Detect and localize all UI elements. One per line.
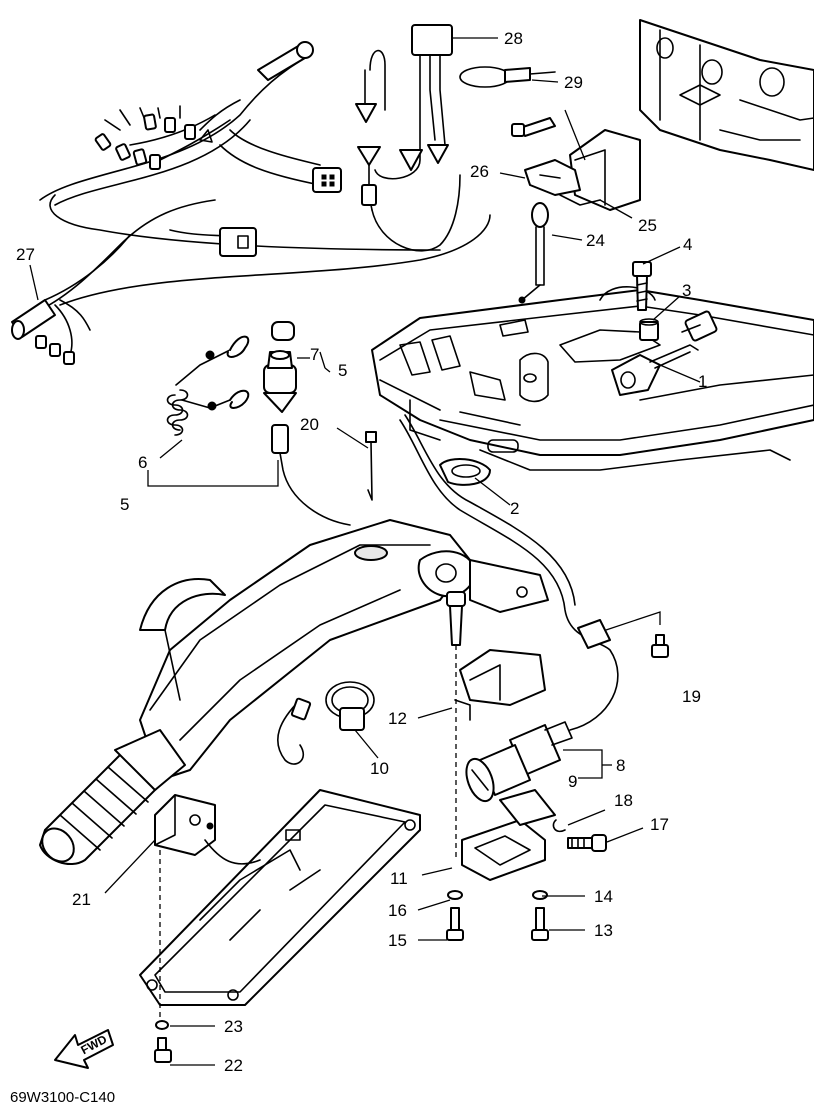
tiller-handle xyxy=(119,519,549,781)
stop-switch-part-5 xyxy=(263,321,351,526)
callout-8: 8 xyxy=(616,756,625,775)
callout-26: 26 xyxy=(470,162,489,181)
callout-14: 14 xyxy=(594,887,613,906)
callout-24: 24 xyxy=(586,231,605,250)
callout-4: 4 xyxy=(683,235,692,254)
clamp-part-10 xyxy=(276,681,375,765)
switch-part-8-9 xyxy=(465,721,573,803)
callout-6: 6 xyxy=(138,453,147,472)
callout-21: 21 xyxy=(72,890,91,909)
callout-10: 10 xyxy=(370,759,389,778)
callout-20: 20 xyxy=(300,415,319,434)
callout-23: 23 xyxy=(224,1017,243,1036)
callout-13: 13 xyxy=(594,921,613,940)
grommet-part-2 xyxy=(439,458,491,486)
callout-27: 27 xyxy=(16,245,35,264)
cable-tie-part-20 xyxy=(365,431,377,501)
callout-3: 3 xyxy=(682,281,691,300)
callout-28: 28 xyxy=(504,29,523,48)
callout-19: 19 xyxy=(682,687,701,706)
callout-15: 15 xyxy=(388,931,407,950)
bolt-part-11 xyxy=(446,591,466,860)
bottom-cowling xyxy=(371,286,814,471)
screw-part-22-23 xyxy=(154,1020,172,1063)
clip-part-26 xyxy=(524,159,581,196)
bolt-upper xyxy=(511,117,556,137)
forward-arrow-icon: FWD xyxy=(54,1029,114,1069)
callout-16: 16 xyxy=(388,901,407,920)
callout-7: 7 xyxy=(310,345,319,364)
holder-part-13-18 xyxy=(461,789,607,881)
connector-part-28 xyxy=(355,24,461,252)
leader-lines xyxy=(29,37,701,1066)
diagram-code: 69W3100-C140 xyxy=(10,1089,115,1106)
callout-5a: 5 xyxy=(338,361,347,380)
throttle-grip xyxy=(39,729,186,865)
bolt-part-4 xyxy=(632,261,652,311)
engine-bracket xyxy=(639,19,814,171)
cover-part-12 xyxy=(454,649,546,721)
callout-25: 25 xyxy=(638,216,657,235)
callout-12: 12 xyxy=(388,709,407,728)
callout-22: 22 xyxy=(224,1056,243,1075)
lanyard-part-6 xyxy=(166,335,250,436)
callout-17: 17 xyxy=(650,815,669,834)
wire-harness-27 xyxy=(11,41,491,365)
switch-part-21 xyxy=(154,794,261,865)
callout-29: 29 xyxy=(564,73,583,92)
bracket-part-25 xyxy=(559,129,641,211)
sensor-part-24 xyxy=(518,202,549,304)
tiller-wire xyxy=(399,414,619,731)
callout-5b: 5 xyxy=(120,495,129,514)
callout-numbers: 1 2 3 4 5 5 6 7 8 9 10 11 12 13 14 15 16… xyxy=(16,29,707,1075)
callout-11: 11 xyxy=(390,869,408,888)
collar-part-3 xyxy=(639,318,659,341)
cable-tie-part-29 xyxy=(459,66,556,88)
cover-plate xyxy=(139,789,421,1020)
callout-9: 9 xyxy=(568,772,577,791)
callout-1: 1 xyxy=(698,372,707,391)
callout-18: 18 xyxy=(614,791,633,810)
screws-lower xyxy=(446,634,669,941)
callout-2: 2 xyxy=(510,499,519,518)
